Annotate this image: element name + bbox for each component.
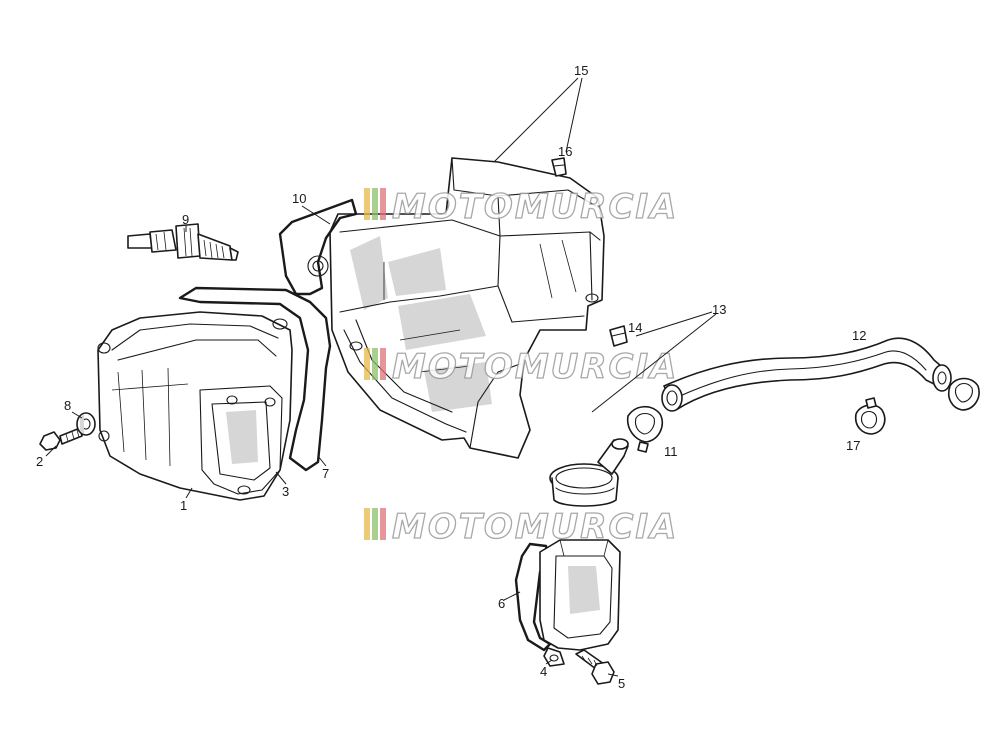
- watermark-text: MOTOMURCIA: [392, 347, 678, 387]
- watermark-stripe: [380, 508, 386, 540]
- watermark-text: MOTOMURCIA: [392, 507, 678, 547]
- breather-cap-part: [549, 438, 629, 507]
- valve-cover-part: [97, 311, 293, 501]
- callout-4: 4: [540, 664, 547, 679]
- callout-5: 5: [618, 676, 625, 691]
- watermark-stripe: [380, 188, 386, 220]
- clip-14-part: [609, 325, 628, 347]
- leader-lines: [45, 77, 717, 677]
- bolt-5-part: [575, 649, 615, 685]
- callout-8: 8: [64, 398, 71, 413]
- watermark-stripe: [364, 348, 370, 380]
- gasket-7-part: [178, 286, 332, 472]
- clamp-11-part: [626, 405, 664, 453]
- clamp-17-part: [854, 397, 886, 435]
- watermark-top: MOTOMURCIA: [364, 186, 678, 228]
- callout-labels: 1 2 3 4 5 6 7 8 9 10 11 12 13 14 15 16 1…: [36, 63, 866, 691]
- callout-10: 10: [292, 191, 306, 206]
- engine-shroud-part: [329, 157, 605, 459]
- callout-7: 7: [322, 466, 329, 481]
- breather-tank-part: [514, 539, 621, 667]
- callout-1: 1: [180, 498, 187, 513]
- watermark-middle: MOTOMURCIA: [364, 346, 678, 388]
- callout-2: 2: [36, 454, 43, 469]
- callout-14: 14: [628, 320, 642, 335]
- watermark-stripe: [372, 348, 378, 380]
- hose-12-part: [661, 337, 952, 412]
- callout-6: 6: [498, 596, 505, 611]
- gasket-10-part: [278, 198, 358, 296]
- watermark-stripe: [364, 188, 370, 220]
- watermark-stripe: [380, 348, 386, 380]
- clip-16-part: [551, 157, 567, 177]
- callout-3: 3: [282, 484, 289, 499]
- watermark-stripe: [364, 508, 370, 540]
- callout-17: 17: [846, 438, 860, 453]
- callout-15: 15: [574, 63, 588, 78]
- watermark-stripe: [372, 508, 378, 540]
- callout-11: 11: [664, 444, 678, 459]
- watermark-text: MOTOMURCIA: [392, 187, 678, 227]
- bolt-2-part: [39, 427, 83, 451]
- watermark-stripe: [372, 188, 378, 220]
- washer-8-part: [76, 412, 96, 436]
- callout-13: 13: [712, 302, 726, 317]
- watermark-bottom: MOTOMURCIA: [364, 506, 678, 548]
- spark-plug-part: [127, 223, 239, 261]
- callout-16: 16: [558, 144, 572, 159]
- clamp-hose-end-part: [947, 377, 980, 411]
- callout-9: 9: [182, 212, 189, 227]
- callout-12: 12: [852, 328, 866, 343]
